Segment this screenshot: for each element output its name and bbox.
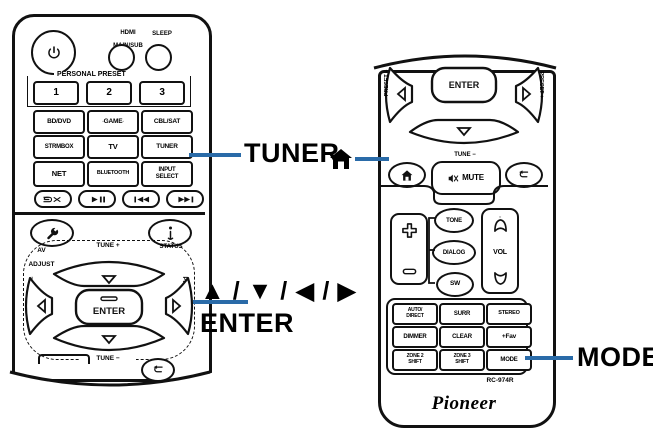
right-remote-panel-seam bbox=[380, 185, 548, 205]
repeat-shuffle-button[interactable] bbox=[34, 190, 72, 208]
right-preset-minus-label: PRESET − bbox=[384, 69, 391, 97]
dialog-button[interactable]: DIALOG bbox=[432, 240, 476, 265]
input-tuner-button[interactable]: TUNER bbox=[141, 135, 193, 159]
personal-preset-bracket bbox=[27, 76, 191, 107]
sleep-label: SLEEP bbox=[152, 31, 172, 37]
center-column-connector bbox=[428, 217, 435, 284]
chevron-down-icon bbox=[493, 272, 507, 285]
zone-rocker-button[interactable] bbox=[390, 213, 428, 285]
preset-3-button[interactable]: 3 bbox=[139, 81, 185, 105]
stereo-button[interactable]: STEREO bbox=[486, 303, 532, 325]
arrows-annotation: ▲ / ▼ / ◀ / ▶ bbox=[200, 277, 357, 305]
mute-speaker-icon bbox=[448, 174, 459, 182]
input-cbl-sat-button[interactable]: CBL/SAT bbox=[141, 110, 193, 134]
preset-1-button[interactable]: 1 bbox=[33, 81, 79, 105]
vol-label: VOL bbox=[493, 248, 507, 256]
mode-leader-line bbox=[525, 356, 573, 360]
tone-button[interactable]: TONE bbox=[434, 208, 474, 233]
clear-button[interactable]: CLEAR bbox=[439, 326, 485, 348]
hdmi-line1: HDMI bbox=[120, 30, 136, 37]
dpad-cluster[interactable]: ENTER bbox=[24, 252, 194, 360]
right-dpad-cluster[interactable]: ENTER bbox=[384, 60, 544, 152]
power-icon bbox=[47, 45, 60, 58]
input-strmbox-button[interactable]: STRMBOX bbox=[33, 135, 85, 159]
zone3-shift-label: ZONE 3 SHIFT bbox=[453, 353, 471, 365]
right-enter-label: ENTER bbox=[449, 80, 480, 90]
wrench-icon bbox=[46, 227, 58, 239]
repeat-shuffle-icon bbox=[43, 196, 61, 202]
vol-dot-icon: ○ bbox=[498, 214, 502, 219]
tuner-annotation: TUNER bbox=[244, 138, 340, 168]
play-pause-icon bbox=[91, 196, 105, 202]
home-icon bbox=[401, 169, 413, 181]
previous-button[interactable] bbox=[122, 190, 160, 208]
model-number: RC-974R bbox=[486, 377, 514, 384]
mute-label: MUTE bbox=[462, 173, 484, 182]
sleep-button[interactable] bbox=[145, 44, 172, 71]
right-preset-plus-label: PRESET + bbox=[537, 71, 544, 99]
zone2-shift-label: ZONE 2 SHIFT bbox=[406, 353, 424, 365]
left-remote-tab bbox=[38, 354, 90, 364]
mode-annotation: MODE bbox=[577, 342, 653, 372]
preset-2-button[interactable]: 2 bbox=[86, 81, 132, 105]
fav-button[interactable]: +Fav bbox=[486, 326, 532, 348]
mute-button[interactable]: MUTE bbox=[431, 161, 501, 195]
enter-annotation: ENTER bbox=[200, 308, 295, 338]
input-select-button[interactable]: INPUT SELECT bbox=[141, 161, 193, 187]
tuner-leader-line bbox=[189, 153, 241, 157]
right-remote-top-cut bbox=[368, 46, 562, 70]
home-annotation-icon bbox=[330, 149, 352, 169]
return-icon bbox=[153, 365, 163, 373]
enter-leader-line bbox=[193, 300, 248, 304]
next-icon bbox=[178, 196, 194, 202]
tune-minus-label: TUNE − bbox=[80, 355, 136, 363]
personal-preset-label: PERSONAL PRESET bbox=[54, 71, 129, 79]
i-info-icon bbox=[167, 226, 173, 240]
home-button[interactable] bbox=[388, 162, 426, 188]
input-net-button[interactable]: NET bbox=[33, 161, 85, 187]
home-leader-line bbox=[355, 157, 389, 161]
input-select-label: INPUT SELECT bbox=[155, 167, 179, 180]
auto-direct-button[interactable]: AUTO/ DIRECT bbox=[392, 303, 438, 325]
input-bd-dvd-button[interactable]: BD/DVD bbox=[33, 110, 85, 134]
play-pause-button[interactable] bbox=[78, 190, 116, 208]
left-remote-bottom-cut bbox=[4, 370, 216, 394]
return-icon bbox=[519, 170, 529, 178]
plus-icon bbox=[401, 223, 417, 238]
power-button[interactable] bbox=[31, 30, 76, 75]
right-tune-minus-label: TUNE − bbox=[454, 152, 476, 158]
auto-direct-label: AUTO/ DIRECT bbox=[406, 307, 424, 319]
input-tv-button[interactable]: TV bbox=[87, 135, 139, 159]
next-button[interactable] bbox=[166, 190, 204, 208]
zone2-shift-button[interactable]: ZONE 2 SHIFT bbox=[392, 349, 438, 371]
chevron-up-icon bbox=[493, 219, 507, 232]
zone3-shift-button[interactable]: ZONE 3 SHIFT bbox=[439, 349, 485, 371]
volume-rocker-button[interactable]: ○ VOL bbox=[481, 208, 519, 294]
left-enter-label: ENTER bbox=[93, 306, 125, 317]
previous-icon bbox=[134, 196, 150, 202]
tune-plus-label: TUNE + bbox=[80, 242, 136, 250]
input-game-label: GAME bbox=[103, 117, 123, 125]
sw-button[interactable]: SW bbox=[436, 272, 474, 297]
pioneer-logo: Pioneer bbox=[431, 393, 497, 414]
surr-button[interactable]: SURR bbox=[439, 303, 485, 325]
input-game-button[interactable]: ◦GAME◦ bbox=[87, 110, 139, 134]
dimmer-button[interactable]: DIMMER bbox=[392, 326, 438, 348]
minus-icon bbox=[402, 268, 416, 275]
mode-button[interactable]: MODE bbox=[486, 349, 532, 371]
left-remote-divider bbox=[13, 212, 205, 215]
input-bluetooth-button[interactable]: BLUETOOTH bbox=[87, 161, 139, 187]
hdmi-mainsub-button[interactable] bbox=[108, 44, 135, 71]
